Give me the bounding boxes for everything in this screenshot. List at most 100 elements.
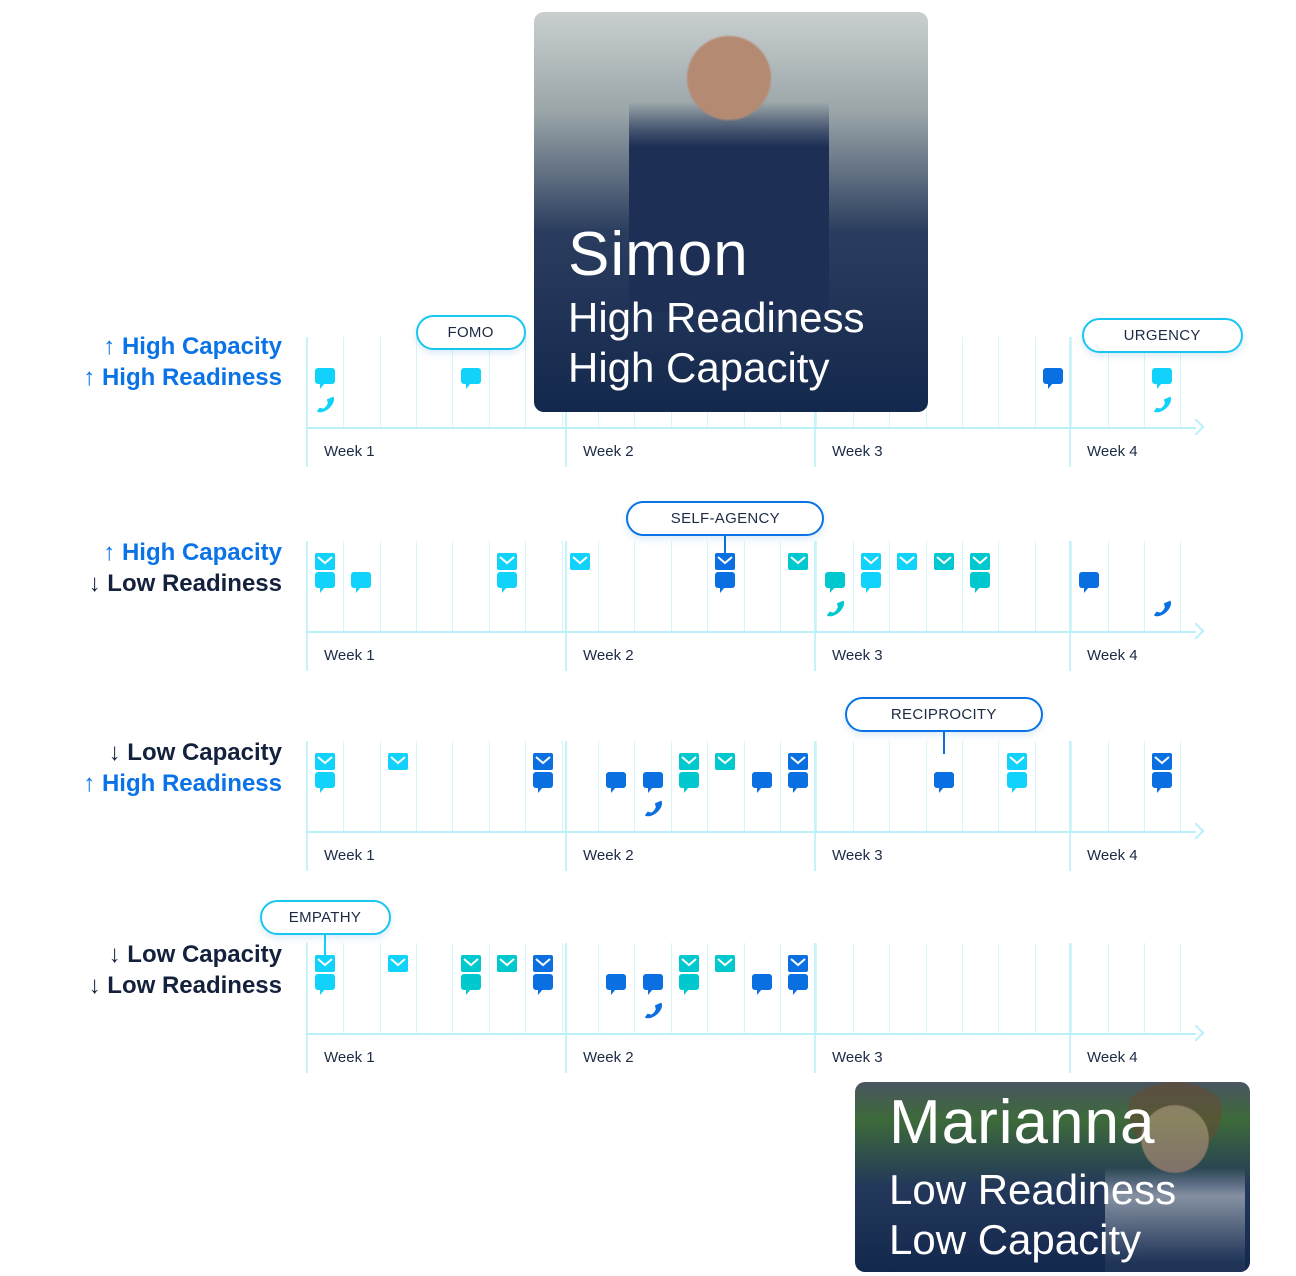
week-divider: [306, 741, 308, 871]
chat-icon: [461, 974, 481, 995]
segment-label: ↓ Low Capacity ↓ Low Readiness: [89, 939, 282, 1001]
day-gridline: [380, 943, 381, 1035]
day-gridline: [634, 541, 635, 633]
email-icon: [715, 552, 735, 572]
email-icon: [497, 954, 517, 974]
week-label: Week 4: [1087, 647, 1138, 664]
day-gridline: [489, 741, 490, 833]
chat-icon: [533, 974, 553, 995]
day-gridline: [744, 943, 745, 1035]
day-gridline: [671, 943, 672, 1035]
day-gridline: [816, 541, 817, 633]
week-divider: [306, 943, 308, 1073]
day-gridline: [598, 741, 599, 833]
day-gridline: [525, 541, 526, 633]
week-label: Week 1: [324, 443, 375, 460]
day-gridline: [1180, 943, 1181, 1035]
email-icon: [315, 752, 335, 772]
phone-icon: [825, 597, 845, 617]
day-gridline: [489, 541, 490, 633]
week-label: Week 1: [324, 847, 375, 864]
chat-icon: [315, 974, 335, 995]
chat-icon: [788, 974, 808, 995]
day-gridline: [853, 943, 854, 1035]
time-axis: [306, 1033, 1196, 1035]
time-axis: [306, 631, 1196, 633]
day-gridline: [489, 337, 490, 429]
week-divider: [565, 541, 567, 671]
week-label: Week 3: [832, 1049, 883, 1066]
email-icon: [934, 552, 954, 572]
week-label: Week 1: [324, 647, 375, 664]
day-gridline: [1144, 741, 1145, 833]
segment-label: ↓ Low Capacity↑ High Readiness: [83, 737, 282, 799]
day-gridline: [525, 741, 526, 833]
day-gridline: [707, 943, 708, 1035]
day-gridline: [889, 943, 890, 1035]
persona-capacity: Low Capacity: [889, 1216, 1142, 1263]
day-gridline: [525, 943, 526, 1035]
day-gridline: [962, 741, 963, 833]
chat-icon: [533, 772, 553, 793]
chat-icon: [1079, 572, 1099, 593]
persona-name: Marianna: [889, 1088, 1156, 1157]
day-gridline: [853, 741, 854, 833]
chat-icon: [351, 572, 371, 593]
day-gridline: [998, 943, 999, 1035]
week-label: Week 3: [832, 443, 883, 460]
axis-arrow-icon: [1187, 1024, 1205, 1042]
chat-icon: [934, 772, 954, 793]
chat-icon: [1152, 772, 1172, 793]
capacity-label: ↓ Low Capacity: [108, 941, 282, 968]
chat-icon: [679, 974, 699, 995]
day-gridline: [889, 541, 890, 633]
day-gridline: [634, 943, 635, 1035]
email-icon: [388, 752, 408, 772]
email-icon: [461, 954, 481, 974]
week-label: Week 2: [583, 1049, 634, 1066]
day-gridline: [744, 741, 745, 833]
day-gridline: [1144, 337, 1145, 429]
day-gridline: [452, 943, 453, 1035]
day-gridline: [707, 541, 708, 633]
persona-readiness: Low Readiness: [889, 1166, 1177, 1213]
capacity-label: ↑ High Capacity: [103, 539, 282, 566]
email-icon: [970, 552, 990, 572]
chat-icon: [606, 974, 626, 995]
simon-photo: [629, 12, 829, 312]
chat-icon: [752, 772, 772, 793]
chat-icon: [643, 772, 663, 793]
day-gridline: [1035, 337, 1036, 429]
phone-icon: [643, 797, 663, 817]
week-divider: [814, 741, 816, 871]
email-icon: [715, 954, 735, 974]
email-icon: [715, 752, 735, 772]
email-icon: [315, 954, 335, 974]
chat-icon: [315, 772, 335, 793]
capacity-label: ↓ Low Capacity: [108, 739, 282, 766]
email-icon: [897, 552, 917, 572]
email-icon: [679, 954, 699, 974]
persona-name: Simon: [568, 220, 749, 289]
week-label: Week 2: [583, 847, 634, 864]
time-axis: [306, 831, 1196, 833]
week-label: Week 2: [583, 647, 634, 664]
day-gridline: [598, 541, 599, 633]
chat-icon: [752, 974, 772, 995]
readiness-label: ↓ Low Readiness: [88, 972, 282, 999]
email-icon: [497, 552, 517, 572]
day-gridline: [926, 741, 927, 833]
day-gridline: [707, 741, 708, 833]
day-gridline: [1144, 943, 1145, 1035]
day-gridline: [343, 337, 344, 429]
day-gridline: [1035, 541, 1036, 633]
day-gridline: [452, 337, 453, 429]
day-gridline: [562, 541, 563, 633]
simon-persona-card: Simon High Readiness High Capacity: [534, 12, 928, 412]
week-divider: [1069, 741, 1071, 871]
day-gridline: [489, 943, 490, 1035]
callout-connector: [724, 536, 727, 554]
day-gridline: [343, 943, 344, 1035]
readiness-label: ↑ High Readiness: [83, 364, 282, 391]
